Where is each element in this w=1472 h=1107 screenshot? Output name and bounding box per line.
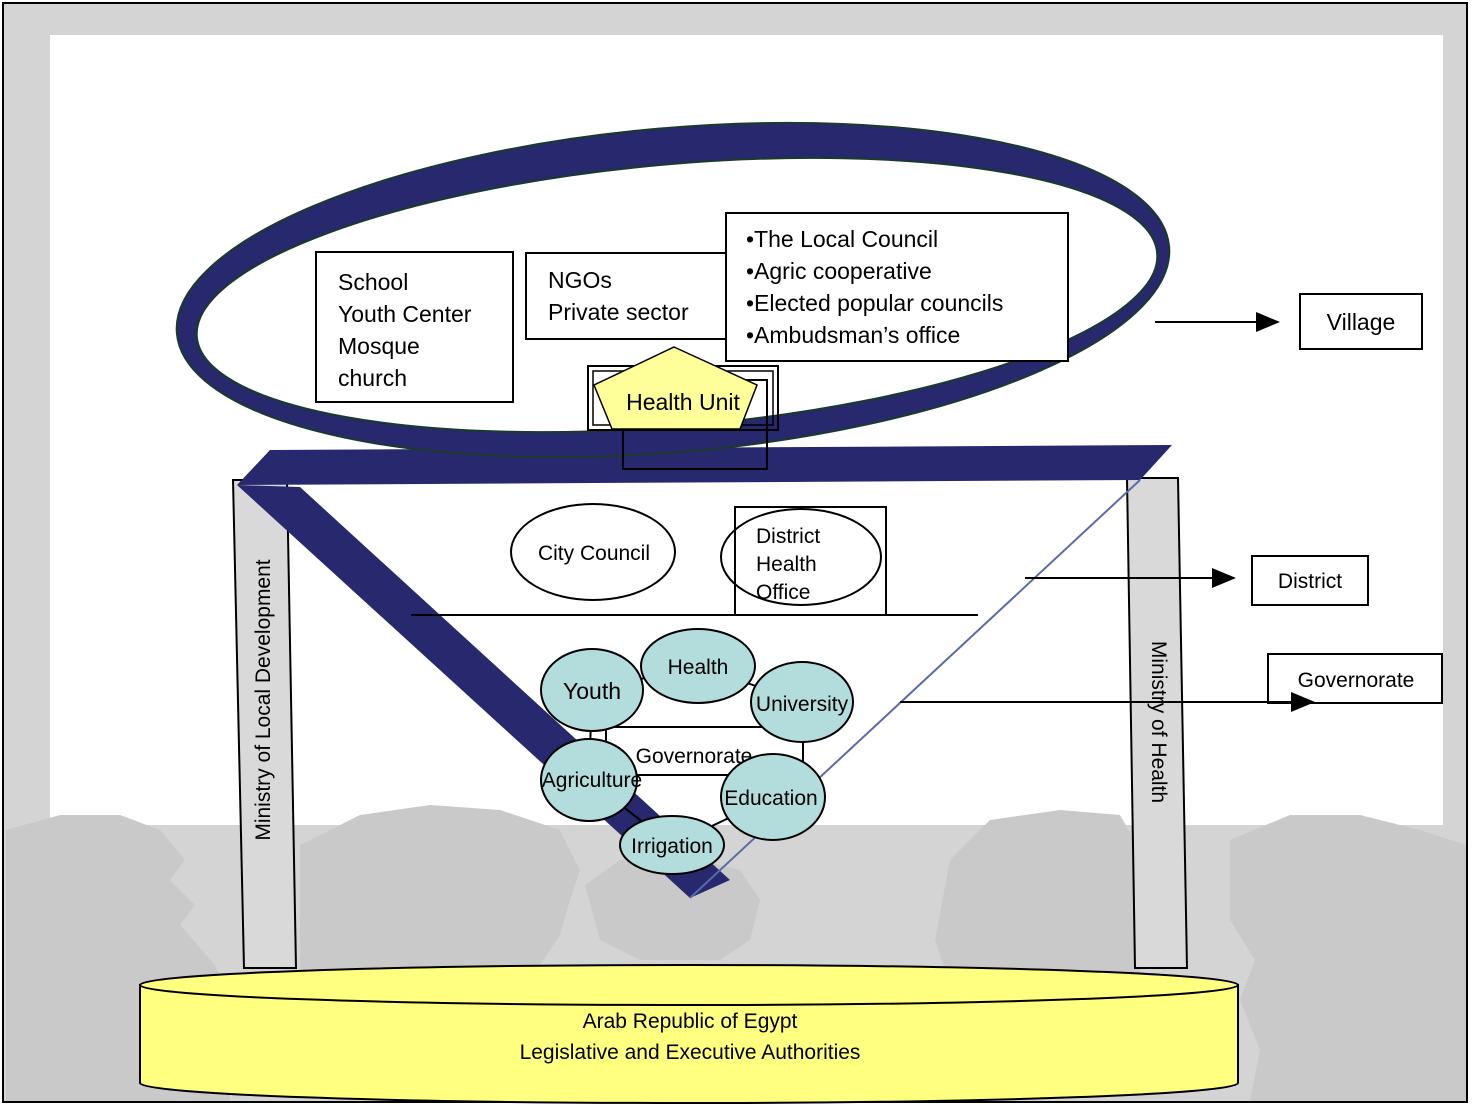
sector-irrigation (619, 815, 725, 875)
sector-university (750, 661, 854, 743)
dho-line-3: Office (756, 581, 810, 604)
base-line-2: Legislative and Executive Authorities (520, 1041, 861, 1064)
pillar-left-label: Ministry of Local Development (252, 559, 275, 840)
school-line-2: Youth Center (338, 301, 472, 327)
sector-agriculture-label: Agriculture (542, 769, 642, 792)
ngo-box (525, 252, 733, 340)
council-line-2: •Agric cooperative (746, 258, 932, 284)
sector-irrigation-label: Irrigation (631, 835, 713, 858)
pillar-right-label: Ministry of Health (1147, 641, 1170, 803)
sector-youth (540, 648, 644, 732)
village-level-box (1299, 293, 1423, 350)
base-line-1: Arab Republic of Egypt (583, 1010, 798, 1033)
dho-line-2: Health (756, 553, 817, 576)
city-council-label: City Council (538, 542, 650, 565)
ngo-line-1: NGOs (548, 267, 612, 293)
council-line-1: •The Local Council (746, 226, 938, 252)
base-cylinder (139, 964, 1239, 1104)
council-line-3: •Elected popular councils (746, 290, 1003, 316)
school-line-3: Mosque (338, 333, 420, 359)
city-council-node (510, 503, 676, 601)
district-level-box (1251, 555, 1369, 606)
dho-line-1: District (756, 525, 820, 548)
governorate-center-label: Governorate (636, 745, 753, 768)
council-line-4: •Ambudsman’s office (746, 322, 960, 348)
health-unit-label: Health Unit (626, 389, 740, 415)
school-line-4: church (338, 365, 407, 391)
district-health-office-node (720, 508, 882, 606)
health-unit-pentagon (593, 346, 758, 430)
sector-university-label: University (756, 693, 849, 716)
district-level-label: District (1278, 570, 1342, 593)
sector-agriculture (540, 738, 638, 822)
background-silhouettes (6, 805, 1466, 1101)
governorate-level-label: Governorate (1298, 669, 1415, 692)
school-box (315, 251, 514, 403)
sector-youth-label: Youth (563, 678, 621, 704)
sector-health (640, 628, 756, 704)
pillar-right (1125, 477, 1189, 969)
village-level-label: Village (1327, 309, 1396, 335)
governorate-level-box (1267, 653, 1443, 704)
school-line-1: School (338, 269, 408, 295)
sector-education (720, 753, 826, 841)
council-box (725, 212, 1069, 362)
triangle-top-band (237, 445, 1172, 485)
sector-education-label: Education (724, 787, 817, 810)
sector-health-label: Health (668, 656, 729, 679)
ngo-line-2: Private sector (548, 299, 689, 325)
